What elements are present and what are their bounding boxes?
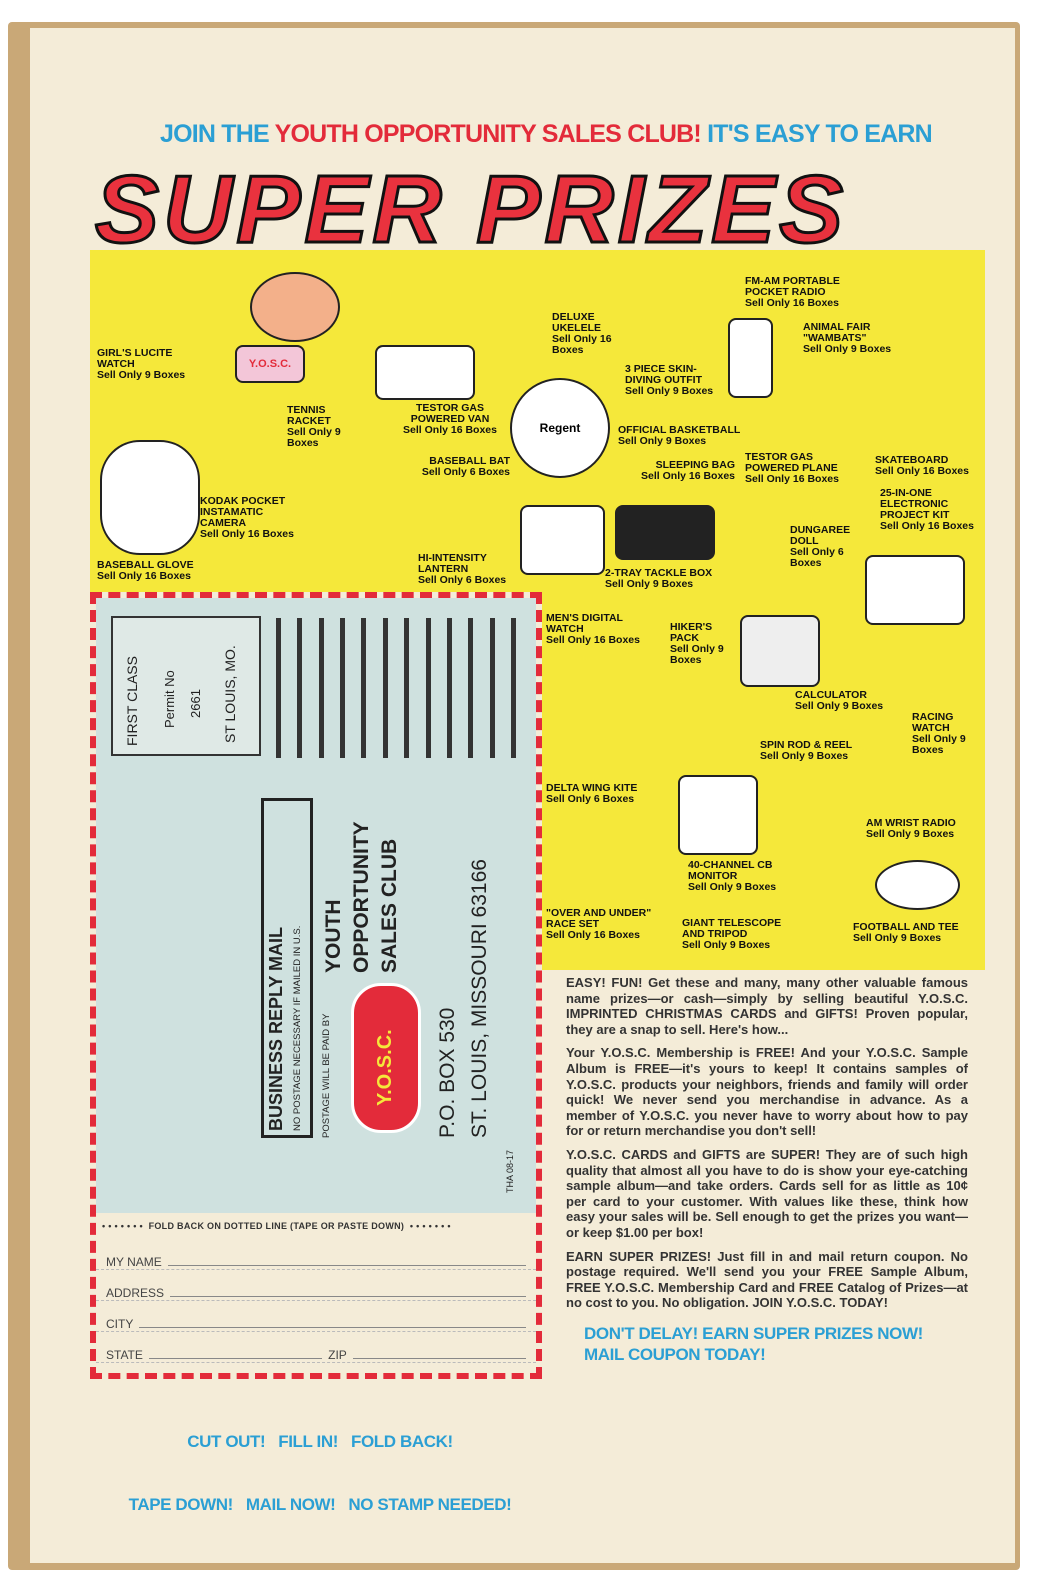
business-reply-box: BUSINESS REPLY MAIL NO POSTAGE NECESSARY…	[261, 798, 313, 1138]
basketball-illustration: Regent	[510, 378, 610, 478]
permit-box: FIRST CLASS Permit No 2661 ST LOUIS, MO.	[111, 616, 261, 756]
city-state-zip: ST. LOUIS, MISSOURI 63166	[468, 859, 491, 1138]
calculator-illustration	[740, 615, 820, 687]
address-field[interactable]: ADDRESS	[96, 1270, 536, 1301]
closing-cta: DON'T DELAY! EARN SUPER PRIZES NOW! MAIL…	[566, 1323, 968, 1366]
body-paragraph: Your Y.O.S.C. Membership is FREE! And yo…	[566, 1045, 968, 1139]
name-field[interactable]: MY NAME	[96, 1239, 536, 1270]
club-name-line2: OPPORTUNITY	[350, 821, 373, 973]
right-column: EASY! FUN! Get these and many, many othe…	[566, 975, 968, 1365]
club-name-line3: SALES CLUB	[378, 838, 401, 973]
headline-post: IT'S EASY TO EARN	[700, 120, 933, 148]
body-copy: EASY! FUN! Get these and many, many othe…	[566, 975, 968, 1319]
yosc-logo: Y.O.S.C.	[351, 983, 421, 1133]
headline: JOIN THE YOUTH OPPORTUNITY SALES CLUB! I…	[160, 120, 933, 149]
cta-right-line2: MAIL COUPON TODAY!	[584, 1345, 766, 1365]
tackle-box-illustration	[520, 505, 605, 575]
permit-number: 2661	[188, 689, 203, 718]
no-postage-label: NO POSTAGE NECESSARY IF MAILED IN U.S.	[292, 925, 303, 1131]
project-kit-illustration	[865, 555, 965, 625]
headline-club: YOUTH OPPORTUNITY SALES CLUB!	[274, 120, 702, 148]
permit-class: FIRST CLASS	[124, 656, 140, 746]
city-field[interactable]: CITY	[96, 1301, 536, 1332]
sleeping-bag-illustration	[615, 505, 715, 560]
permit-label: Permit No	[162, 670, 177, 728]
postal-bars	[276, 618, 516, 758]
radio-illustration	[728, 318, 773, 398]
po-box: P.O. BOX 530	[436, 1007, 459, 1138]
van-illustration	[375, 345, 475, 400]
business-reply-card: FIRST CLASS Permit No 2661 ST LOUIS, MO.…	[96, 598, 536, 1213]
form-code: THA 08-17	[505, 1149, 515, 1193]
mascot-shirt: Y.O.S.C.	[235, 345, 305, 383]
body-paragraph: EARN SUPER PRIZES! Just fill in and mail…	[566, 1248, 968, 1311]
fold-instruction: • • • • • • • FOLD BACK ON DOTTED LINE (…	[102, 1221, 451, 1231]
cta-left-line2: TAPE DOWN! MAIL NOW! NO STAMP NEEDED!	[128, 1495, 512, 1515]
reply-coupon[interactable]: FIRST CLASS Permit No 2661 ST LOUIS, MO.…	[90, 592, 542, 1379]
body-paragraph: EASY! FUN! Get these and many, many othe…	[566, 975, 968, 1037]
baseball-glove-illustration	[100, 440, 200, 555]
cb-monitor-illustration	[678, 775, 758, 855]
cta-left-line1: CUT OUT! FILL IN! FOLD BACK!	[187, 1431, 453, 1451]
coupon-form: • • • • • • • FOLD BACK ON DOTTED LINE (…	[96, 1213, 536, 1363]
coupon-instructions: CUT OUT! FILL IN! FOLD BACK! TAPE DOWN! …	[95, 1388, 545, 1537]
business-reply-label: BUSINESS REPLY MAIL	[266, 926, 286, 1131]
cta-right-line1: DON'T DELAY! EARN SUPER PRIZES NOW!	[584, 1323, 923, 1343]
football-illustration	[875, 860, 960, 910]
prize-label: ANIMAL FAIR "WAMBATS"Sell Only 9 Boxes	[803, 321, 892, 356]
super-prizes-title: SUPER PRIZES	[94, 156, 848, 263]
club-name-line1: YOUTH	[322, 899, 345, 974]
postage-paid-by: POSTAGE WILL BE PAID BY	[321, 1013, 332, 1138]
permit-city: ST LOUIS, MO.	[222, 645, 238, 743]
mascot-illustration	[250, 272, 340, 342]
headline-pre: JOIN THE	[160, 120, 275, 148]
body-paragraph: Y.O.S.C. CARDS and GIFTS are SUPER! They…	[566, 1146, 968, 1240]
